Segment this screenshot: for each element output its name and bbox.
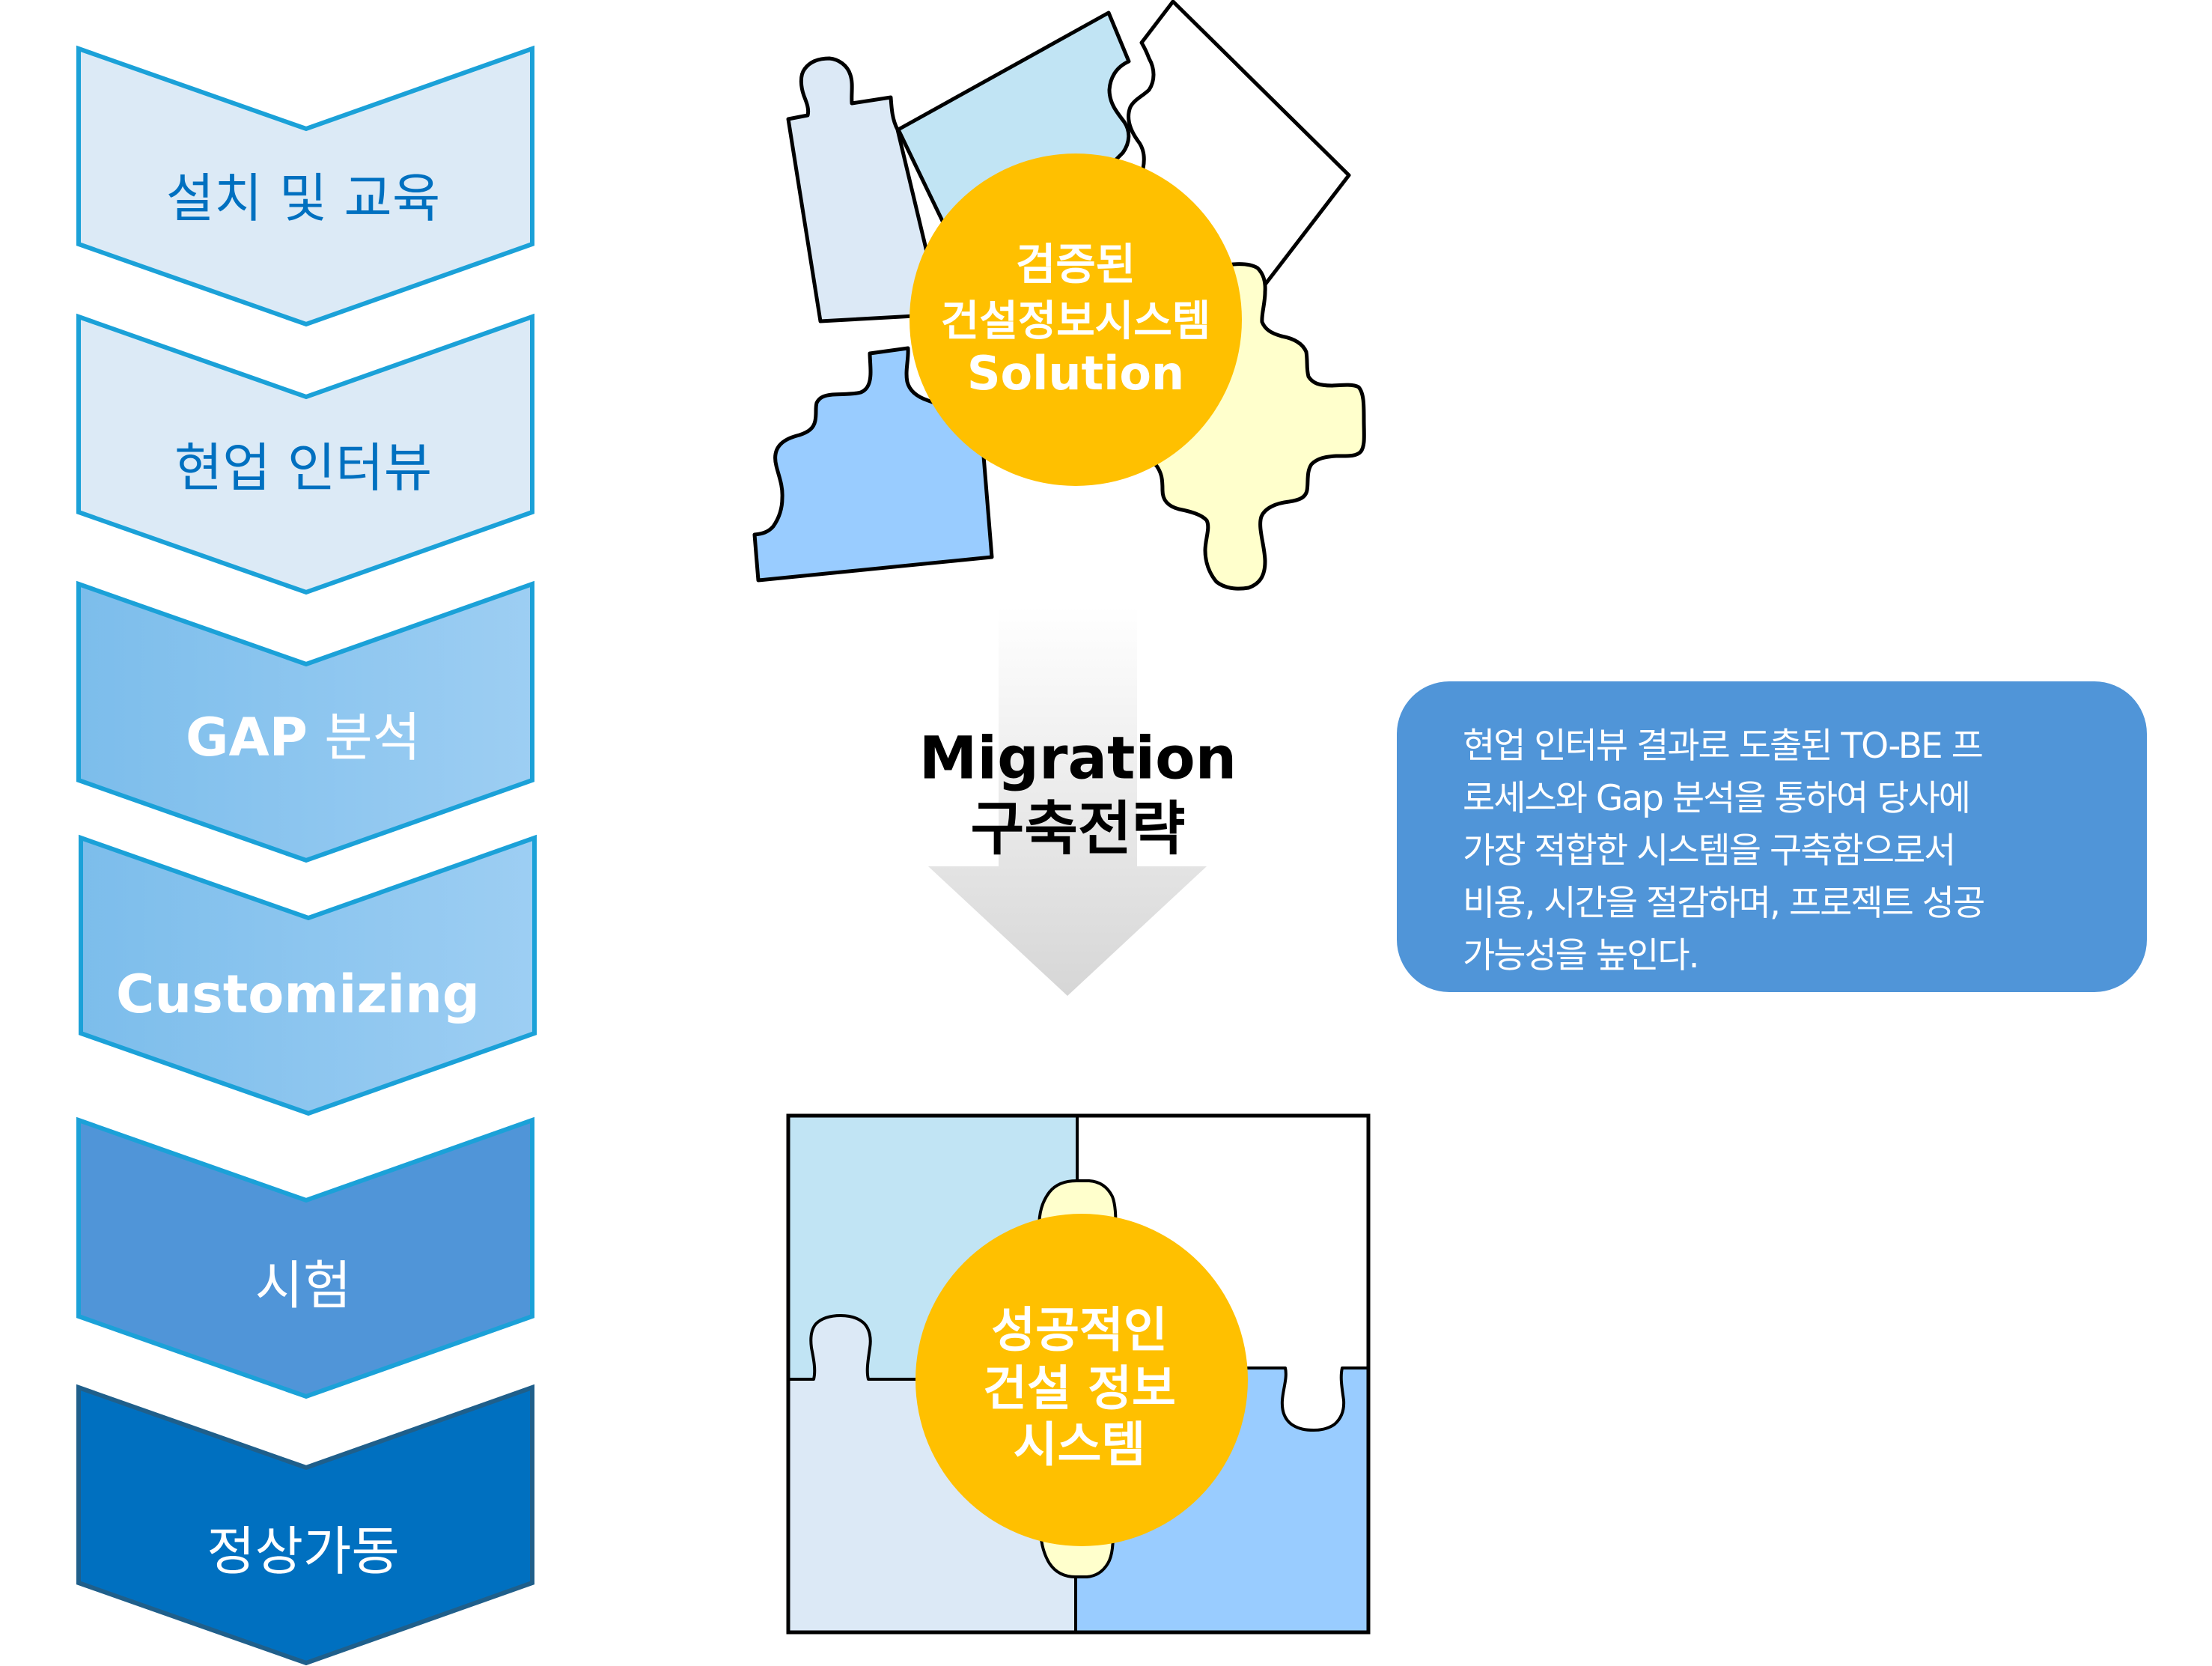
puzzle-frame	[786, 1113, 1371, 1635]
process-step-install-training[interactable]: 설치 및 교육	[76, 45, 534, 327]
description-line: 가장 적합한 시스템을 구축함으로서	[1463, 830, 1956, 872]
puzzle-piece-light	[786, 56, 944, 323]
down-arrow-icon	[928, 606, 1207, 996]
process-step-interview[interactable]: 현업 인터뷰	[76, 313, 534, 595]
process-step-label: 현업 인터뷰	[174, 437, 432, 499]
description-line: 가능성을 높인다.	[1463, 935, 1700, 976]
success-line-2: 건설 정보	[983, 1362, 1176, 1417]
success-line-3: 시스템	[1014, 1418, 1146, 1474]
assembled-puzzle: 성공적인 건설 정보 시스템	[786, 1113, 1371, 1635]
migration-title: Migration	[919, 725, 1237, 792]
solution-line-3: Solution	[967, 346, 1184, 401]
process-step-gap-analysis[interactable]: GAP 분석	[76, 580, 534, 863]
gap-bold-label: GAP	[186, 707, 308, 768]
gap-rest-label: 분석	[308, 707, 421, 768]
process-flow: 설치 및 교육 현업 인터뷰 GAP 분석 Customizing 시험 정상가…	[76, 45, 537, 1666]
process-step-label: GAP 분석	[186, 707, 421, 768]
migration-subtitle: 구축전략	[970, 795, 1185, 863]
puzzle-knob-left	[788, 1314, 928, 1381]
solution-line-1: 검증된	[1016, 239, 1136, 290]
process-step-label: 설치 및 교육	[166, 168, 441, 229]
puzzle-knob-right	[1220, 1366, 1368, 1432]
scattered-puzzle: 검증된 건설정보시스템 Solution	[752, 0, 1366, 591]
process-step-go-live[interactable]: 정상가동	[76, 1384, 534, 1666]
success-line-1: 성공적인	[991, 1304, 1168, 1359]
process-step-label: Customizing	[116, 964, 480, 1025]
process-step-label: 정상가동	[207, 1521, 400, 1582]
solution-line-2: 건설정보시스템	[941, 297, 1211, 346]
migration-arrow: Migration 구축전략	[919, 606, 1237, 996]
solution-circle	[910, 153, 1242, 486]
process-step-testing[interactable]: 시험	[76, 1116, 534, 1399]
description-line: 현업 인터뷰 결과로 도출된 TO-BE 프	[1463, 726, 1984, 767]
description-callout: 현업 인터뷰 결과로 도출된 TO-BE 프 로세스와 Gap 분석을 통하여 …	[1397, 681, 2147, 992]
process-step-label: 시험	[255, 1255, 352, 1316]
puzzle-piece-blue	[752, 346, 994, 583]
process-step-customizing[interactable]: Customizing	[79, 834, 537, 1116]
success-circle	[915, 1214, 1248, 1546]
description-line: 로세스와 Gap 분석을 통하여 당사에	[1463, 778, 1971, 819]
description-line: 비용, 시간을 절감하며, 프로젝트 성공	[1463, 883, 1985, 924]
